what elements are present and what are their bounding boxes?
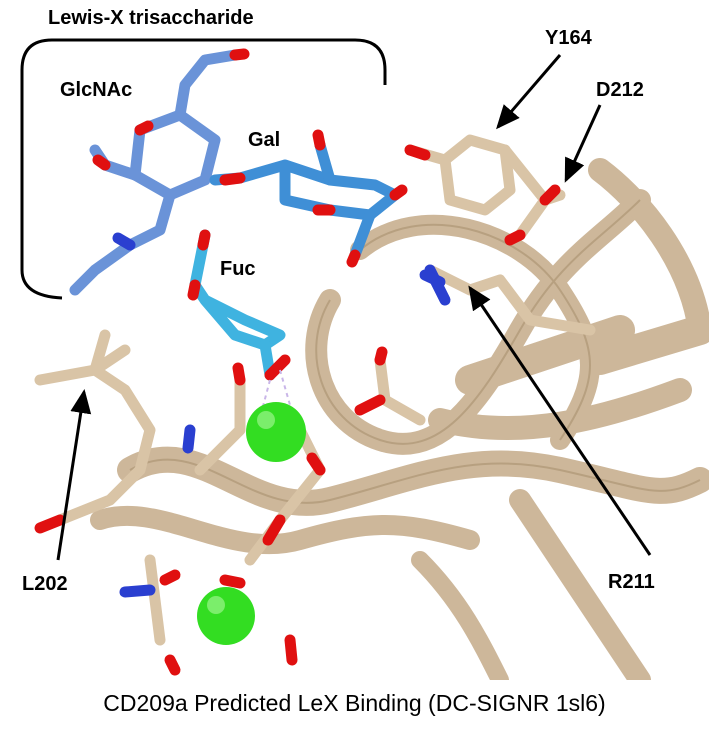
calcium-ion-2 [197, 587, 255, 645]
protein-heteroatoms [34, 144, 561, 676]
l202-arrow [56, 389, 92, 561]
gal-sticks [209, 139, 401, 261]
calcium-ion-1 [246, 402, 306, 462]
protein-sidechains [34, 134, 596, 646]
annotation-arrows [56, 54, 652, 561]
gal-label: Gal [248, 129, 280, 151]
r211-arrow [468, 285, 652, 556]
d212-arrow [564, 104, 602, 183]
calcium-ion-1-highlight [257, 411, 275, 429]
fuc-sticks [189, 229, 286, 381]
r211-label: R211 [608, 571, 655, 593]
fuc-label: Fuc [220, 258, 256, 280]
trisaccharide-bracket [20, 38, 387, 300]
y164-label: Y164 [545, 27, 593, 49]
calcium-ion-2-highlight [207, 596, 225, 614]
structure-figure: Lewis-X trisaccharide GlcNAc Gal Fuc Y16… [20, 7, 709, 680]
sugar-oxygens [92, 48, 408, 381]
protein-ribbon-edges [129, 199, 701, 504]
sugar-nitrogens [112, 232, 136, 251]
y164-arrow [496, 54, 562, 130]
l202-label: L202 [22, 573, 68, 595]
glcnac-label: GlcNAc [60, 79, 132, 101]
d212-label: D212 [596, 79, 644, 101]
figure-caption: CD209a Predicted LeX Binding (DC-SIGNR 1… [103, 690, 606, 716]
trisaccharide-label: Lewis-X trisaccharide [48, 7, 254, 29]
